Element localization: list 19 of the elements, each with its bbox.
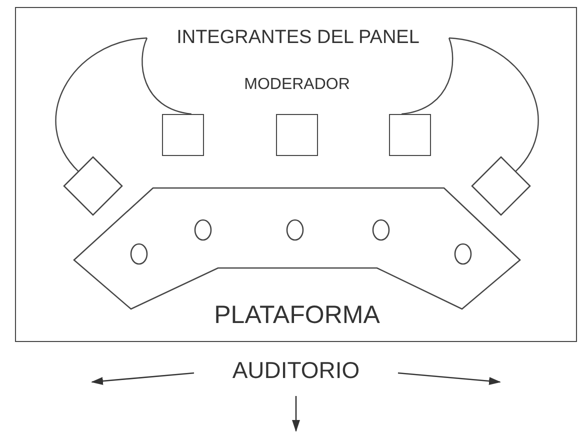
diamond-seat — [472, 157, 530, 215]
oval-seat — [130, 243, 148, 265]
leader-line — [402, 38, 454, 115]
leader-line — [142, 38, 192, 115]
oval-seat — [194, 219, 212, 241]
room-outline — [15, 7, 577, 342]
oval-seat — [286, 219, 304, 241]
leader-line — [55, 37, 148, 172]
panel-members-label: INTEGRANTES DEL PANEL — [151, 25, 445, 51]
platform-label: PLATAFORMA — [213, 300, 381, 331]
square-seat — [389, 114, 431, 156]
square-seat — [276, 114, 318, 156]
oval-seat — [454, 243, 472, 265]
square-seat — [162, 114, 204, 156]
diamond-seat — [64, 157, 122, 215]
moderator-label: MODERADOR — [243, 75, 351, 95]
oval-seat — [372, 219, 390, 241]
leader-line — [448, 37, 539, 172]
audience-label: AUDITORIO — [231, 356, 361, 385]
